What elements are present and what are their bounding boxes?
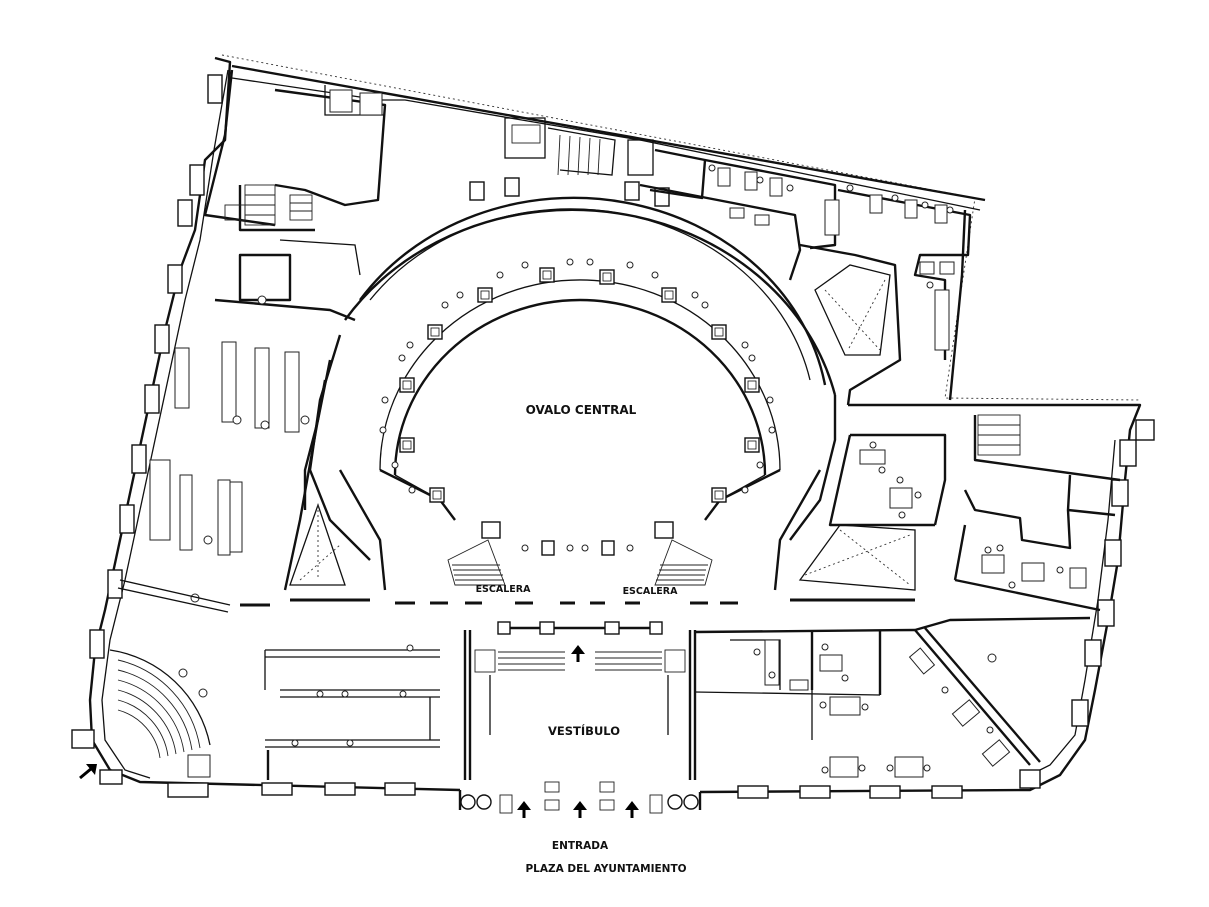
portico-line [240, 598, 915, 607]
site-boundary [221, 54, 1141, 401]
entrance-label: ENTRADA [552, 840, 609, 852]
facade-buttresses [71, 74, 1155, 799]
left-wing [117, 69, 387, 613]
oval-columns [379, 258, 776, 556]
plaza-label: PLAZA DEL AYUNTAMIENTO [525, 863, 686, 875]
right-stair-label: ESCALERA [623, 586, 679, 597]
arrow-up-icon [517, 645, 639, 818]
right-offices [828, 414, 1121, 663]
light-wells [289, 264, 916, 591]
vestibule [460, 621, 699, 814]
oval-stairs [447, 521, 713, 586]
central-oval-label: OVALO CENTRAL [526, 403, 637, 417]
vestibule-label: VESTÍBULO [548, 723, 620, 738]
outer-walls [88, 56, 1142, 810]
auditorium [109, 649, 211, 778]
lounge-area [264, 644, 440, 780]
bottom-right-offices [694, 616, 1091, 778]
left-stair-label: ESCALERA [476, 584, 532, 595]
top-right-offices [504, 117, 972, 406]
arrow-diagonal-icon [79, 764, 97, 780]
